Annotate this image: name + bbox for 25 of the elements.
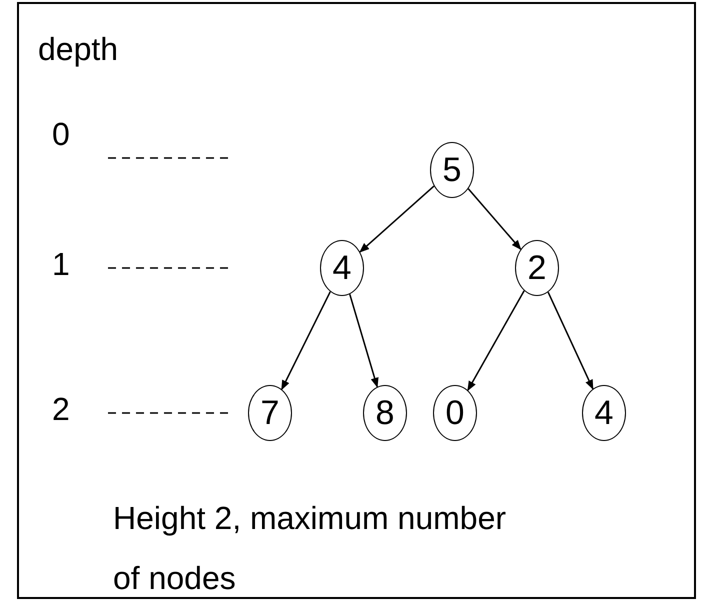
- axis-title: depth: [38, 30, 118, 68]
- caption-note: Height 2, maximum number of nodes: [113, 499, 508, 598]
- tree-node-circle: [320, 240, 364, 296]
- depth-number: 0: [52, 115, 70, 154]
- depth-number: 2: [52, 390, 70, 428]
- arrow: [547, 292, 594, 390]
- tree-node-circle: [433, 385, 477, 441]
- node-value: 5: [442, 150, 462, 190]
- tree-node-circle: [515, 240, 559, 296]
- arrow: [467, 290, 525, 392]
- node-value: 7: [260, 394, 280, 432]
- node-value: 4: [594, 394, 614, 432]
- node-value: 0: [446, 394, 464, 432]
- tree-node-circle: [248, 385, 292, 441]
- tree-node-circle: [363, 385, 407, 441]
- tree-node-circle: [582, 385, 626, 441]
- node-value: 8: [376, 394, 394, 432]
- node-value: 4: [332, 248, 352, 288]
- arrow: [349, 294, 378, 388]
- depth-number: 1: [52, 245, 70, 284]
- arrow: [359, 186, 434, 253]
- arrow: [468, 188, 522, 250]
- node-value: 2: [528, 248, 546, 288]
- arrow: [281, 291, 331, 390]
- tree-node-circle: [430, 142, 474, 198]
